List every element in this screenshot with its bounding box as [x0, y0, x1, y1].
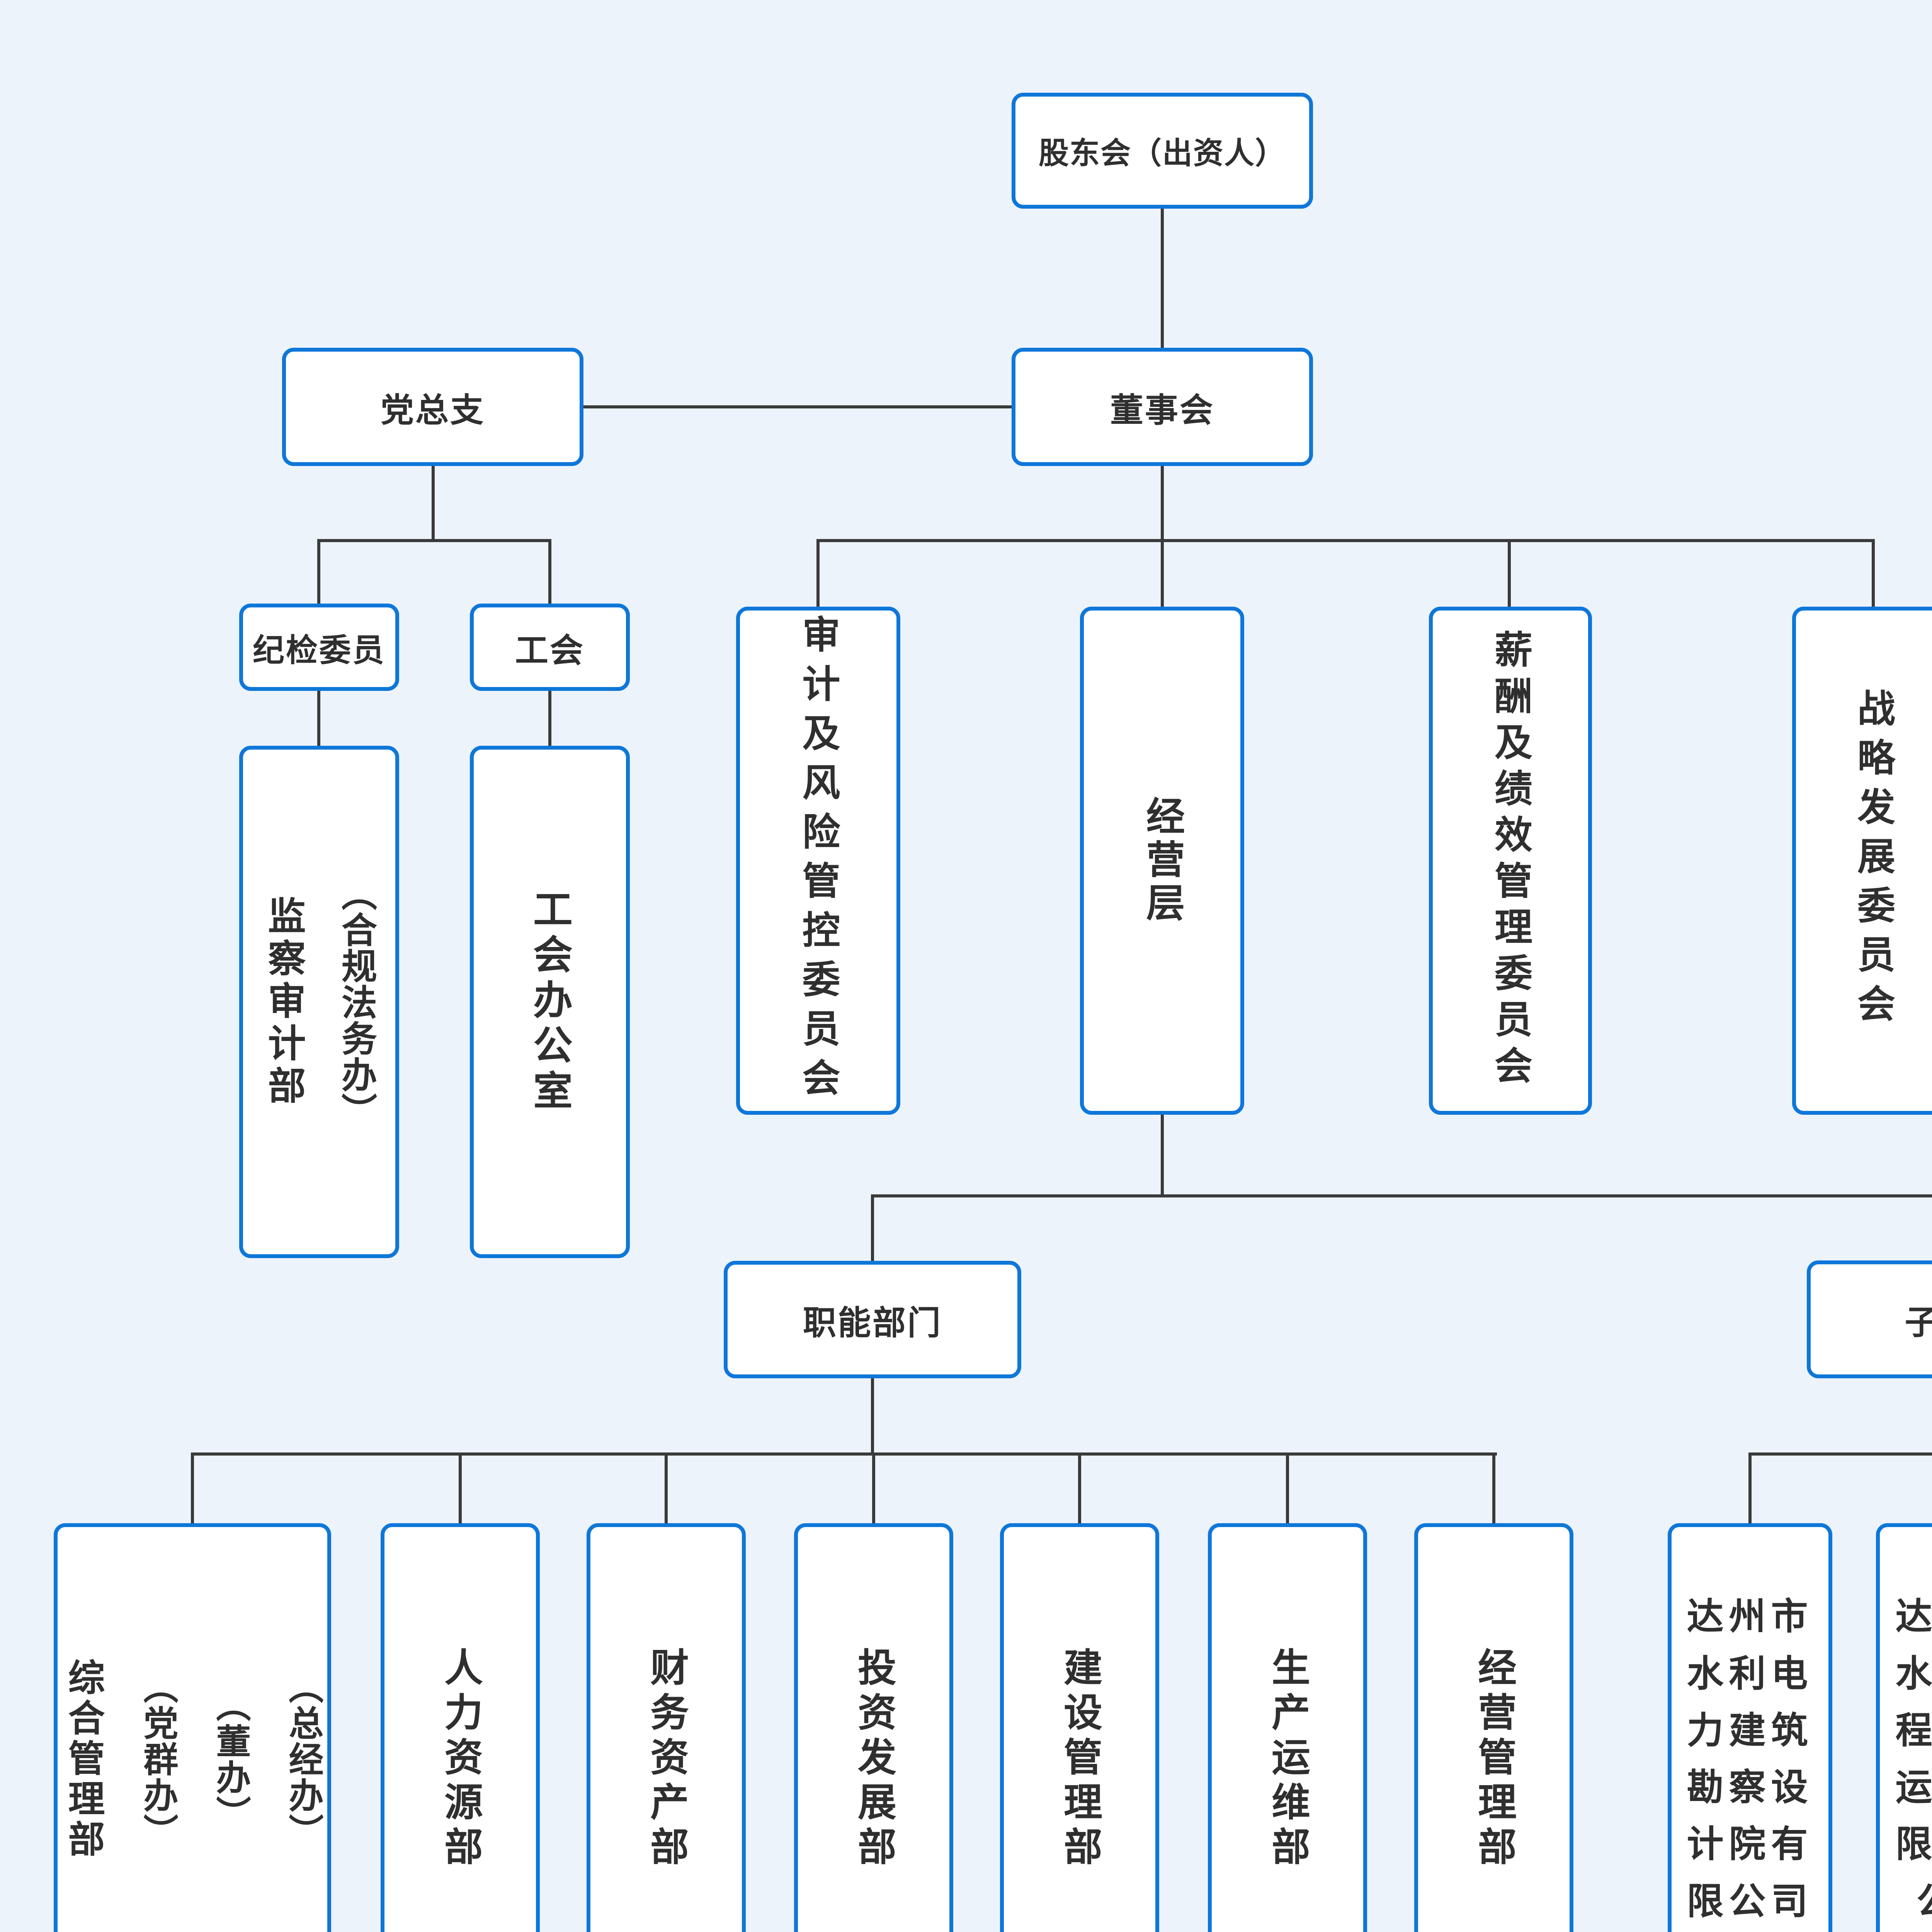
- node-general-admin-note-board: （董办）: [211, 1687, 250, 1832]
- connector-discipline-audit: [317, 690, 320, 746]
- connector-audit-risk-stub: [816, 541, 820, 607]
- node-investment-dev-dept-label: 投资发展部: [852, 1647, 895, 1871]
- node-labor-union: 工会: [470, 604, 630, 691]
- node-subsidiary-construction-operation: 达州市 水利工 程建设 运行有 限责任 公司: [1876, 1523, 1932, 1932]
- node-production-ops-dept: 生产运维部: [1208, 1523, 1367, 1932]
- node-supervision-audit-subtitle: （合规法务办）: [336, 875, 376, 1129]
- node-union-office: 工会办公室: [470, 746, 630, 1258]
- connector-compensation-stub: [1508, 541, 1511, 607]
- node-subsidiary-survey-design-label: 达州市 水利电 力建筑 勘察设 计院有 限公司: [1687, 1596, 1813, 1922]
- node-board: 董事会: [1012, 348, 1313, 466]
- node-discipline-member: 纪检委员: [239, 604, 399, 691]
- node-functional-departments-label: 职能部门: [803, 1304, 942, 1342]
- node-strategy-committee-label: 战略发展委员会: [1852, 688, 1895, 1033]
- connector-union-office: [548, 690, 551, 746]
- node-production-ops-dept-label: 生产运维部: [1265, 1647, 1309, 1871]
- connector-board-down: [1161, 466, 1164, 541]
- node-construction-mgmt-dept-label: 建设管理部: [1058, 1647, 1101, 1871]
- node-supervision-audit-title: 监察审计部: [262, 896, 305, 1108]
- connector-party-down: [432, 466, 435, 542]
- node-discipline-member-label: 纪检委员: [252, 633, 386, 668]
- node-subsidiaries: 子公司: [1807, 1260, 1932, 1378]
- connector-board-children-rail: [816, 539, 1875, 542]
- node-subsidiary-survey-design: 达州市 水利电 力建筑 勘察设 计院有 限公司: [1668, 1523, 1832, 1932]
- connector-functional-stub: [871, 1196, 874, 1261]
- connector-dept3-stub: [665, 1454, 668, 1523]
- node-audit-risk-committee-label: 审计及风险管控委员会: [797, 614, 840, 1107]
- node-compensation-committee-label: 薪酬及绩效管理委员会: [1489, 629, 1532, 1092]
- node-board-label: 董事会: [1110, 391, 1214, 429]
- connector-dept7-stub: [1492, 1454, 1495, 1523]
- node-investment-dev-dept: 投资发展部: [794, 1523, 953, 1932]
- node-subsidiaries-label: 子公司: [1905, 1304, 1932, 1341]
- node-operations-mgmt-dept-label: 经营管理部: [1472, 1647, 1515, 1871]
- connector-dept4-stub: [872, 1454, 875, 1523]
- node-management-level: 经营层: [1080, 607, 1244, 1115]
- connector-shareholders-board: [1161, 209, 1164, 349]
- node-finance-assets-dept-label: 财务资产部: [644, 1647, 688, 1871]
- connector-party-board: [583, 405, 1012, 408]
- connector-dept5-stub: [1078, 1454, 1081, 1523]
- node-union-office-label: 工会办公室: [527, 888, 572, 1116]
- connector-dept2-stub: [459, 1454, 462, 1523]
- node-general-admin-note-party: （党群办）: [138, 1669, 177, 1850]
- node-shareholders: 股东会（出资人）: [1012, 93, 1313, 209]
- node-general-admin: 综合管理部 （党群办） （董办） （总经办）: [54, 1523, 331, 1932]
- node-shareholders-label: 股东会（出资人）: [1038, 136, 1286, 170]
- node-general-admin-title: 综合管理部: [63, 1658, 104, 1861]
- node-management-level-label: 经营层: [1140, 796, 1184, 926]
- node-finance-assets-dept: 财务资产部: [587, 1523, 746, 1932]
- node-hr-dept-label: 人力资源部: [438, 1647, 482, 1871]
- node-functional-departments: 职能部门: [724, 1261, 1021, 1378]
- node-party-branch-label: 党总支: [381, 391, 485, 429]
- connector-management-children-rail: [871, 1194, 1932, 1197]
- node-compensation-committee: 薪酬及绩效管理委员会: [1429, 607, 1592, 1115]
- node-operations-mgmt-dept: 经营管理部: [1414, 1523, 1573, 1932]
- connector-dept6-stub: [1286, 1454, 1289, 1523]
- connector-management-stub: [1161, 541, 1164, 607]
- connector-management-down: [1161, 1115, 1164, 1196]
- connector-party-children-rail: [317, 539, 551, 542]
- node-labor-union-label: 工会: [515, 632, 585, 669]
- node-strategy-committee: 战略发展委员会: [1792, 607, 1932, 1115]
- node-hr-dept: 人力资源部: [381, 1523, 540, 1932]
- node-supervision-audit: 监察审计部 （合规法务办）: [239, 746, 399, 1258]
- connector-functional-down: [871, 1378, 874, 1454]
- connector-dept1-stub: [191, 1454, 194, 1523]
- node-audit-risk-committee: 审计及风险管控委员会: [736, 607, 900, 1115]
- node-subsidiary-construction-operation-label: 达州市 水利工 程建设 运行有 限责任 公司: [1895, 1596, 1932, 1922]
- node-construction-mgmt-dept: 建设管理部: [1000, 1523, 1159, 1932]
- node-party-branch: 党总支: [282, 348, 583, 466]
- connector-sub1-stub: [1748, 1454, 1752, 1523]
- connector-strategy-stub: [1872, 541, 1875, 607]
- connector-departments-rail: [191, 1452, 1497, 1456]
- node-general-admin-note-gm: （总经办）: [283, 1669, 322, 1850]
- connector-discipline-stub: [317, 541, 320, 604]
- connector-subsidiaries-rail: [1748, 1452, 1932, 1456]
- connector-union-stub: [548, 541, 551, 604]
